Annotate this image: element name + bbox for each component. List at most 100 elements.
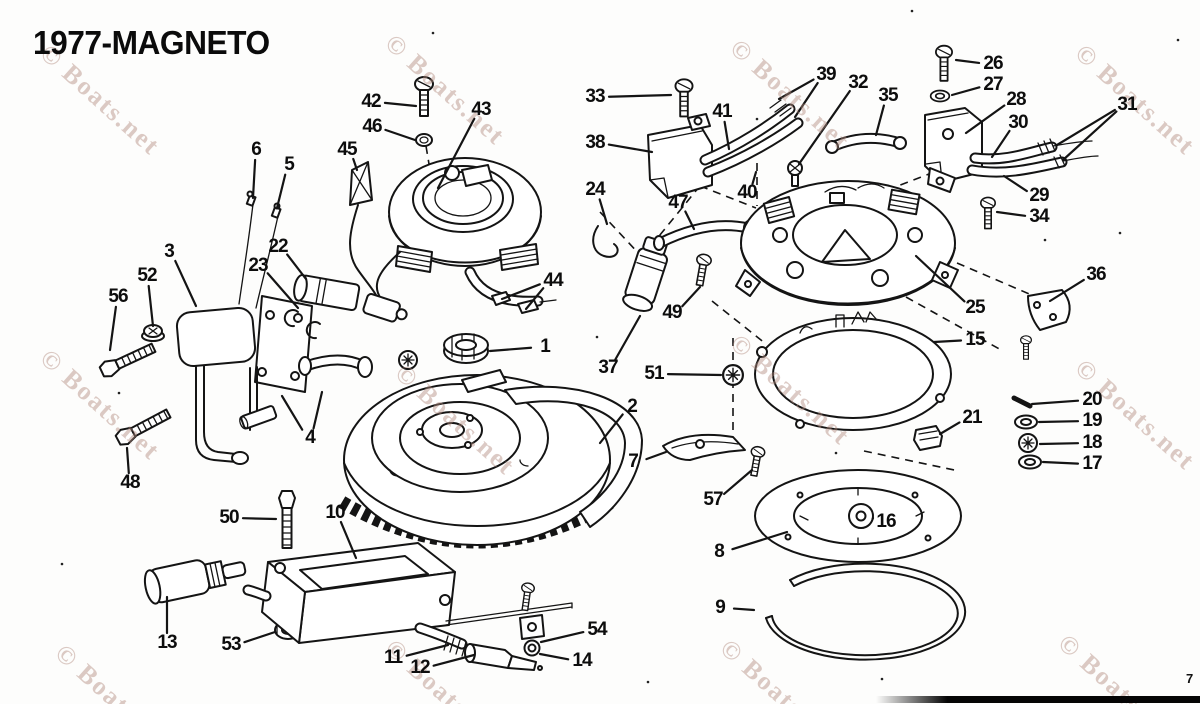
part-label-25: 25 (965, 297, 985, 318)
flywheel (338, 369, 643, 549)
retainer-ring-15 (754, 311, 952, 431)
link-35 (825, 132, 907, 154)
clamp-14-grommet-54 (517, 581, 545, 657)
starter-plate-8 (754, 469, 962, 563)
part-label-16: 16 (876, 511, 896, 532)
washer-27 (929, 89, 951, 103)
part-label-57: 57 (703, 489, 723, 510)
callout-leader-lines (108, 58, 1118, 667)
part-label-26: 26 (983, 53, 1003, 74)
wedge-plate-36 (1019, 289, 1071, 360)
part-label-41: 41 (712, 101, 732, 122)
washer-17 (1018, 454, 1042, 470)
part-label-4: 4 (305, 427, 316, 448)
page-number: 7 (1186, 671, 1194, 686)
screw-32 (787, 160, 803, 187)
ignition-coil-left (175, 190, 313, 465)
hook-wire-24 (592, 225, 619, 258)
nut-52 (141, 324, 165, 342)
screw-49 (691, 252, 713, 288)
washer-19 (1014, 414, 1038, 430)
part-label-8: 8 (714, 541, 725, 562)
part-label-39: 39 (816, 64, 836, 85)
part-label-13: 13 (157, 632, 177, 653)
part-label-54: 54 (587, 619, 607, 640)
part-label-9: 9 (715, 597, 726, 618)
part-label-27: 27 (983, 74, 1003, 95)
lockwasher-18 (1018, 433, 1038, 453)
screw-42-nut-46 (414, 76, 434, 147)
leads-11-12 (414, 602, 573, 671)
part-label-38: 38 (585, 132, 605, 153)
part-label-7: 7 (628, 451, 639, 472)
bolt-50 (278, 490, 296, 549)
part-label-6: 6 (251, 139, 262, 160)
part-label-3: 3 (164, 241, 175, 262)
part-label-45: 45 (337, 139, 357, 160)
part-label-29: 29 (1029, 185, 1049, 206)
part-label-52: 52 (137, 265, 157, 286)
part-label-30: 30 (1008, 112, 1028, 133)
part-label-22: 22 (268, 236, 288, 257)
part-label-24: 24 (585, 179, 605, 200)
part-label-33: 33 (585, 86, 605, 107)
part-label-46: 46 (362, 116, 382, 137)
part-label-11: 11 (383, 647, 403, 668)
arrow-45 (349, 161, 377, 296)
part-label-49: 49 (662, 302, 682, 323)
part-label-53: 53 (221, 634, 241, 655)
part-label-32: 32 (848, 72, 868, 93)
locknut-51 (721, 364, 745, 386)
part-label-2: 2 (627, 396, 638, 417)
part-label-21: 21 (962, 407, 982, 428)
coil-module-38 (647, 99, 804, 199)
stator-assembly (375, 157, 544, 307)
wire-tube-47 (653, 220, 755, 251)
page-title: 1977-MAGNETO (33, 24, 270, 61)
part-label-17: 17 (1082, 453, 1102, 474)
part-label-43: 43 (471, 99, 491, 120)
armature-plate (735, 180, 959, 306)
part-label-5: 5 (284, 154, 295, 175)
pin-20 (1011, 395, 1033, 409)
spark-plug-boot-13 (143, 559, 272, 605)
part-label-23: 23 (248, 255, 268, 276)
bolt-48 (113, 405, 174, 449)
part-label-28: 28 (1006, 89, 1026, 110)
condenser-22 (293, 273, 408, 323)
part-label-44: 44 (543, 270, 563, 291)
part-label-12: 12 (410, 657, 430, 678)
part-label-37: 37 (598, 357, 618, 378)
part-label-31: 31 (1117, 94, 1137, 115)
retaining-ring-9 (765, 562, 967, 661)
part-label-40: 40 (737, 182, 757, 203)
part-label-50: 50 (219, 507, 239, 528)
part-label-1: 1 (540, 336, 551, 357)
part-label-36: 36 (1086, 264, 1106, 285)
screw-33 (674, 78, 694, 118)
part-label-42: 42 (361, 91, 381, 112)
screw-34 (979, 196, 997, 230)
part-label-56: 56 (108, 286, 128, 307)
paper-specks (60, 9, 1180, 684)
block-21 (913, 425, 943, 451)
part-label-35: 35 (878, 85, 898, 106)
bolt-56 (97, 339, 158, 381)
part-label-19: 19 (1082, 410, 1102, 431)
flywheel-nut-1 (398, 333, 489, 370)
hose-parts-4 (239, 354, 373, 430)
part-label-14: 14 (572, 650, 592, 671)
part-label-18: 18 (1082, 432, 1102, 453)
part-label-47: 47 (668, 192, 688, 213)
wire-clamps-44 (491, 291, 557, 314)
ignition-coil-right (924, 107, 1099, 193)
bottom-scan-bar (876, 696, 1200, 703)
part-label-48: 48 (120, 472, 140, 493)
part-label-10: 10 (325, 502, 345, 523)
part-label-51: 51 (644, 363, 664, 384)
screw-26 (935, 44, 953, 82)
part-label-20: 20 (1082, 389, 1102, 410)
part-label-34: 34 (1029, 206, 1049, 227)
